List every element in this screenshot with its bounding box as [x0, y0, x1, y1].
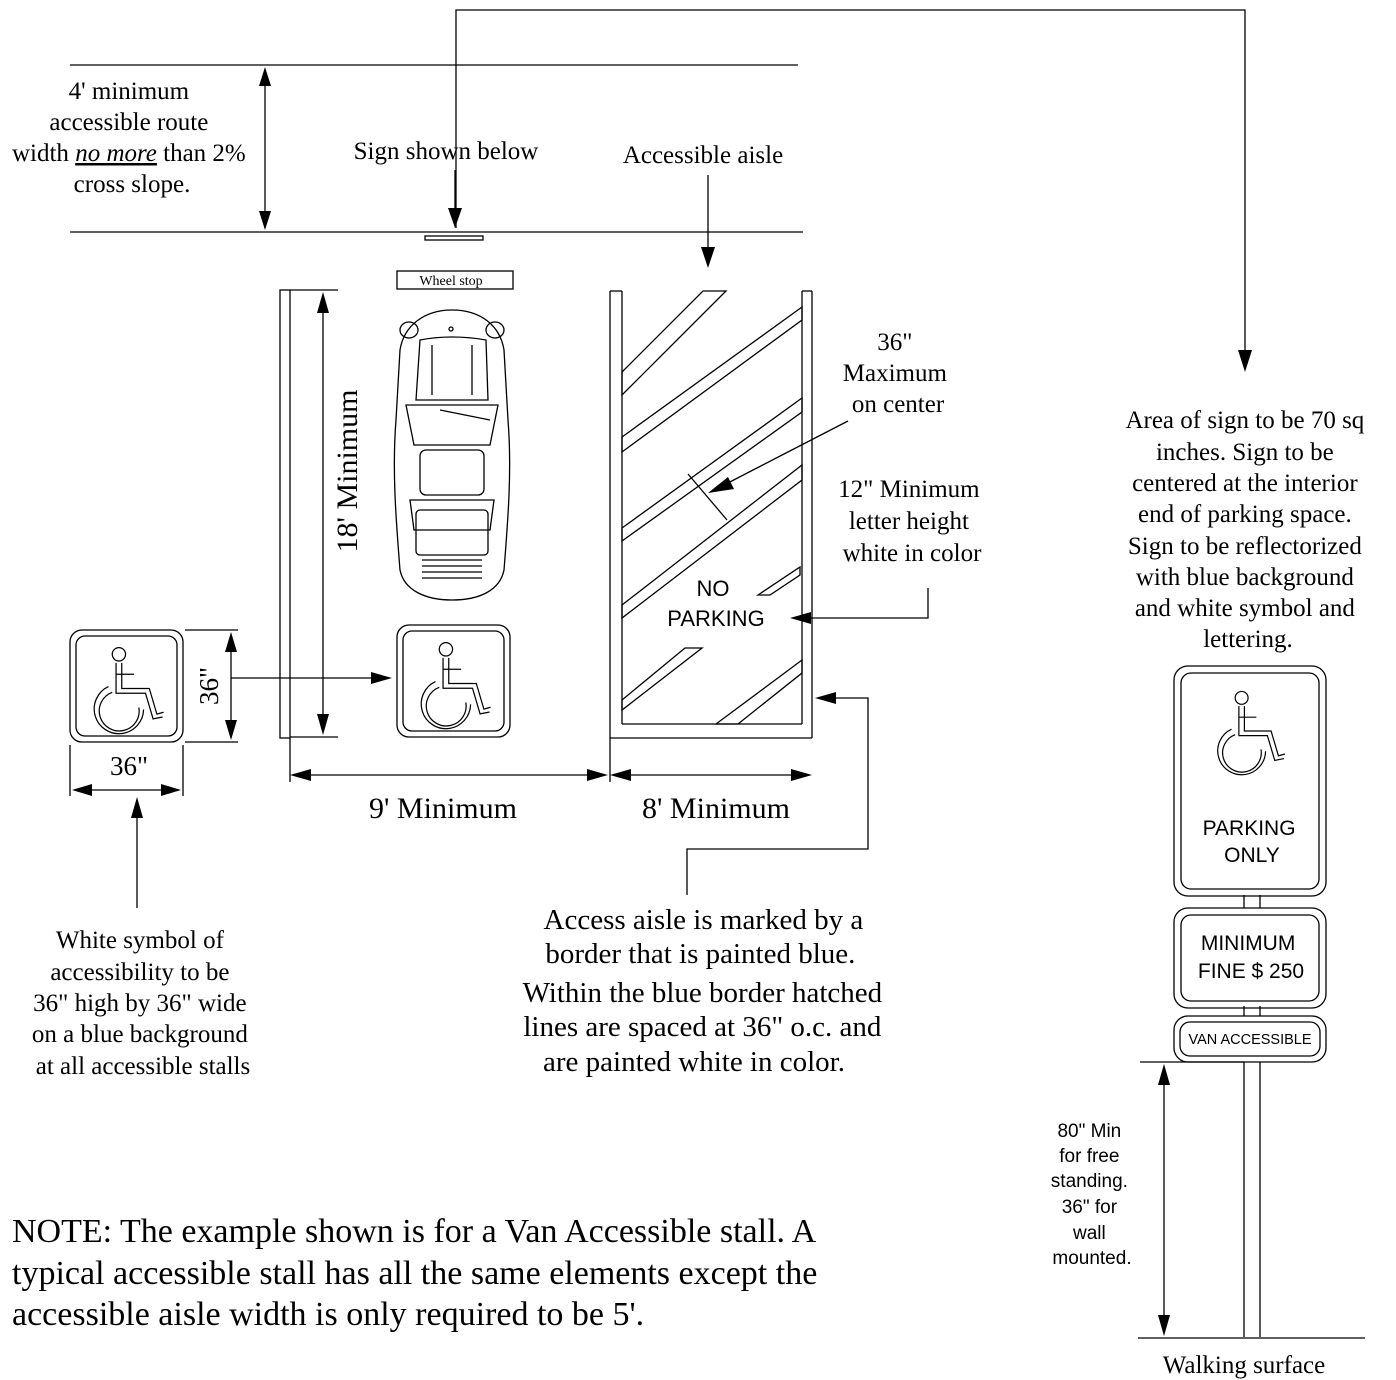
aisle-note: Access aisle is marked by a border that …: [523, 904, 890, 1078]
wheel-stop-label: Wheel stop: [419, 274, 482, 289]
car-top-view-icon: [393, 309, 511, 601]
wheel-stop: [396, 270, 514, 290]
walking-surface-label: Walking surface: [1163, 1352, 1326, 1379]
svg-text:PARKING ONLY: PARKING ONLY: [1203, 817, 1302, 867]
symbol-height-label: 36": [194, 667, 224, 705]
symbol-note: White symbol of accessibility to be 36" …: [32, 927, 254, 1080]
svg-text:MINIMUM FINE $ 250: MINIMUM FINE $ 250: [1198, 932, 1304, 983]
sign-panel-parking: PARKING: [1203, 817, 1296, 840]
sign-marker: [424, 235, 484, 241]
footnote: NOTE: The example shown is for a Van Acc…: [12, 1213, 826, 1333]
sign-panel-minimum: MINIMUM: [1201, 932, 1295, 955]
access-aisle: [609, 290, 813, 739]
stall-ground-symbol: [396, 624, 511, 738]
sign-shown-below-label: Sign shown below: [354, 138, 539, 165]
aisle-width-label: 8' Minimum: [642, 792, 790, 825]
stall-length-label: 18' Minimum: [331, 390, 364, 553]
sign-panel-fine: FINE $ 250: [1198, 960, 1304, 983]
route-note: 4' minimum accessible route width no mor…: [12, 78, 252, 198]
sign-note: Area of sign to be 70 sq inches. Sign to…: [1125, 407, 1370, 653]
sign-leader: [455, 9, 1246, 355]
spacing-dimension: [687, 473, 728, 521]
sign-height-note: 80" Min for free standing. 36" for wall …: [1051, 1121, 1133, 1269]
wheelchair-symbol-icon: [69, 629, 184, 743]
stall-stripe-left: [279, 289, 291, 739]
letter-height-note: 12" Minimum letter height white in color: [838, 476, 986, 567]
sign-panel-only: ONLY: [1224, 844, 1280, 867]
sign-panel-van-accessible: VAN ACCESSIBLE: [1188, 1032, 1311, 1048]
stall-width-label: 9' Minimum: [369, 792, 517, 825]
accessible-aisle-label: Accessible aisle: [623, 142, 783, 169]
spacing-note: 36" Maximum on center: [843, 329, 953, 418]
symbol-width-label: 36": [110, 751, 148, 781]
parking-sign: PARKING ONLY MINIMUM FINE $ 250 VAN ACCE…: [1173, 665, 1327, 1337]
no-parking-marking: NO PARKING: [667, 576, 764, 631]
